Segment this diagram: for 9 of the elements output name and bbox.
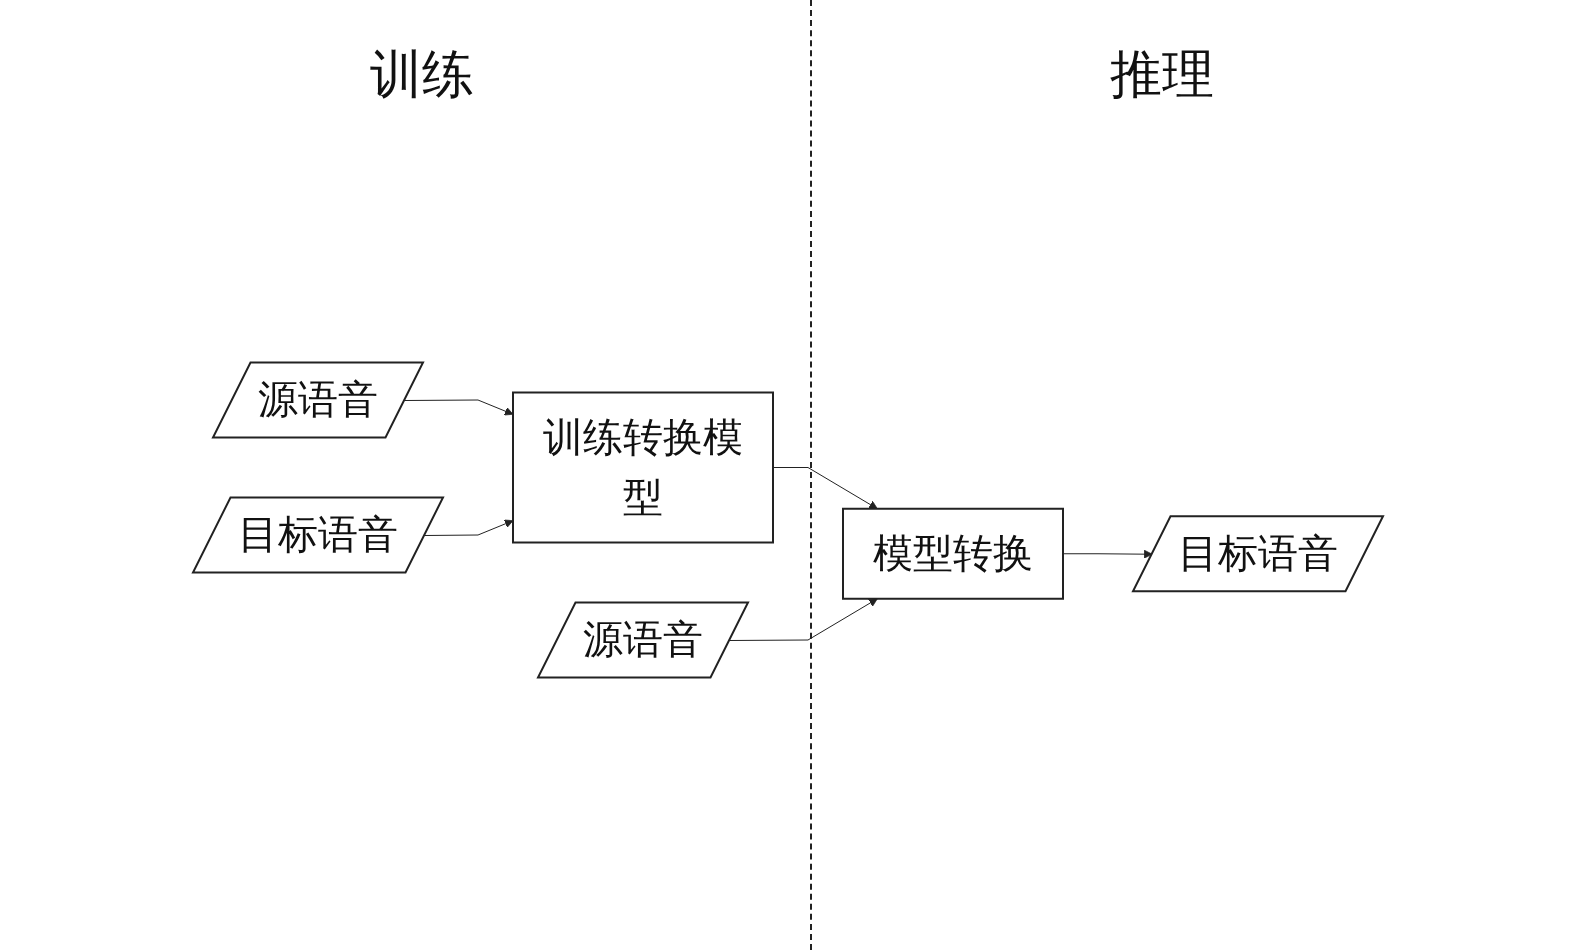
- arrow: [772, 467, 878, 510]
- arrow: [423, 519, 513, 536]
- section-heading: 推理: [1110, 45, 1214, 105]
- section-heading: 训练: [370, 45, 474, 105]
- node-box: 模型转换: [841, 507, 1064, 600]
- arrow: [1062, 549, 1153, 559]
- arrow: [728, 598, 878, 641]
- node-box: 训练转换模型: [511, 391, 774, 544]
- arrow: [403, 399, 513, 416]
